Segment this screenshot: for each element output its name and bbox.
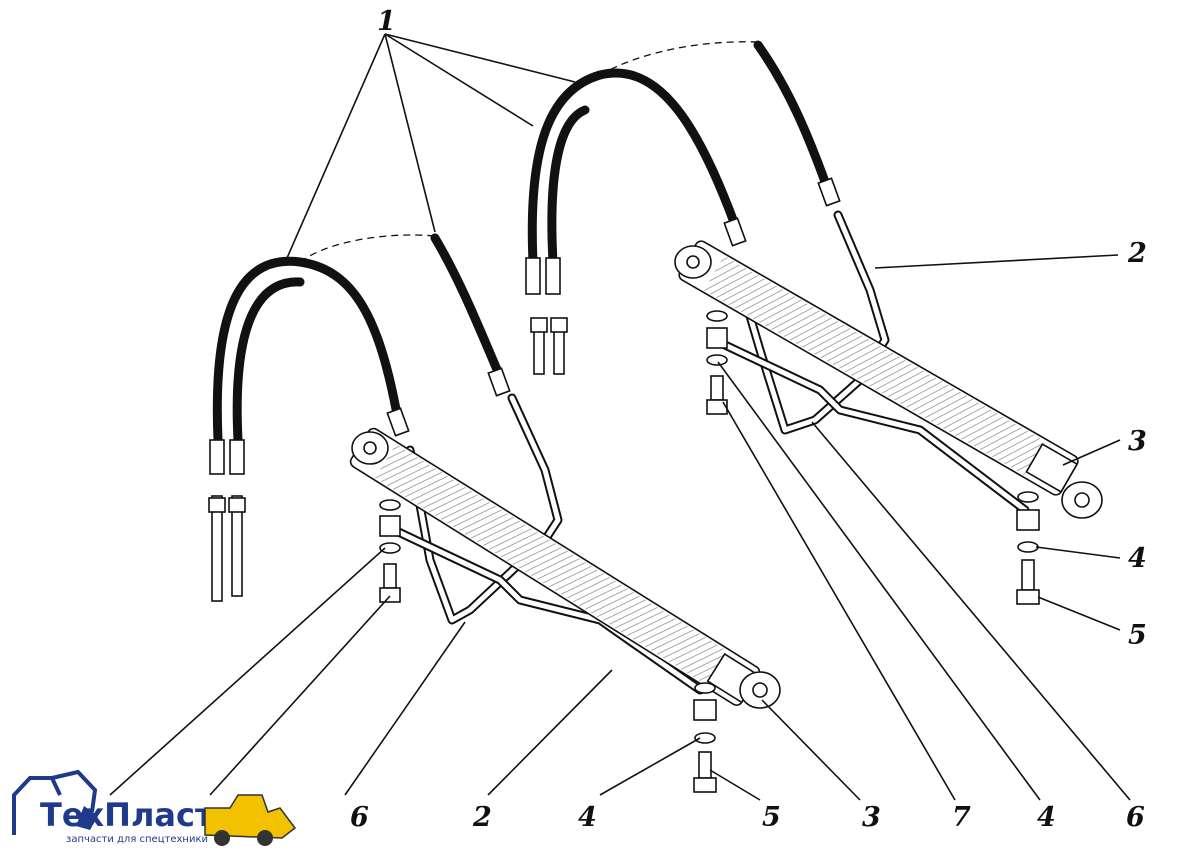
bolt-shank	[698, 751, 712, 779]
washer	[1017, 491, 1039, 503]
washer	[706, 354, 728, 366]
logo-tagline: запчасти для спецтехники	[66, 834, 208, 845]
left-fasteners	[379, 499, 717, 793]
adapter-pipe	[231, 495, 243, 597]
bolt-shank	[710, 375, 724, 401]
leader-lines	[109, 33, 1131, 801]
bolt-head	[1016, 589, 1040, 605]
hose-fitting	[386, 407, 410, 437]
callout-5-right: 5	[1128, 620, 1147, 651]
washer	[694, 682, 716, 694]
hose-fitting	[817, 177, 841, 207]
left-hoses	[208, 233, 511, 602]
excavator-icon	[12, 769, 98, 835]
washer	[1017, 541, 1039, 553]
callout-4-right: 4	[1128, 543, 1147, 574]
right-fasteners	[706, 310, 1040, 605]
banjo-fitting	[693, 699, 717, 721]
brand-logo: ТехПласт запчасти для спецтехники	[12, 769, 297, 846]
adapter-nut	[530, 317, 548, 333]
washer	[694, 732, 716, 744]
banjo-fitting	[706, 327, 728, 349]
loader-icon	[204, 794, 297, 846]
hose-fitting	[487, 367, 511, 397]
adapter-nut	[228, 497, 246, 513]
callout-2-right: 2	[1127, 238, 1147, 269]
callout-3-bottom: 3	[862, 802, 881, 833]
right-hydraulic-cylinder	[674, 240, 1103, 519]
left-hydraulic-cylinder	[349, 427, 781, 709]
hose-fitting	[229, 439, 245, 475]
callout-6-bottom-left: 6	[350, 802, 369, 833]
callout-1-top: 1	[377, 6, 396, 37]
callout-4-bottom-left: 4	[578, 802, 597, 833]
callout-4-bottom-right: 4	[1037, 802, 1056, 833]
banjo-fitting	[379, 515, 401, 537]
bolt-shank	[383, 563, 397, 589]
bolt-head	[379, 587, 401, 603]
left-assembly	[208, 233, 781, 793]
hose-fitting	[545, 257, 561, 295]
right-assembly	[525, 40, 1103, 605]
adapter-pipe	[211, 495, 223, 602]
washer	[706, 310, 728, 322]
callout-2-bottom: 2	[472, 802, 492, 833]
bolt-head	[706, 399, 728, 415]
right-hoses	[525, 40, 841, 375]
callout-3-right: 3	[1128, 426, 1147, 457]
hose-fitting	[723, 217, 747, 247]
hose-fitting	[209, 439, 225, 475]
callout-5-bottom: 5	[762, 802, 781, 833]
adapter-nut	[550, 317, 568, 333]
right-rigid-tube	[720, 210, 1030, 515]
bolt-head	[693, 777, 717, 793]
callout-6-bottom-right: 6	[1126, 802, 1145, 833]
left-rigid-tube	[385, 393, 705, 695]
washer	[379, 499, 401, 511]
hose-fitting	[525, 257, 541, 295]
adapter-nut	[208, 497, 226, 513]
washer	[379, 542, 401, 554]
callout-labels: 1 2 3 4 5 6 2 4 5 3 7 4 6	[350, 6, 1147, 833]
callout-7-bottom: 7	[952, 802, 971, 833]
bolt-shank	[1021, 559, 1035, 591]
banjo-fitting	[1016, 509, 1040, 531]
logo-name: ТехПласт	[40, 796, 214, 834]
